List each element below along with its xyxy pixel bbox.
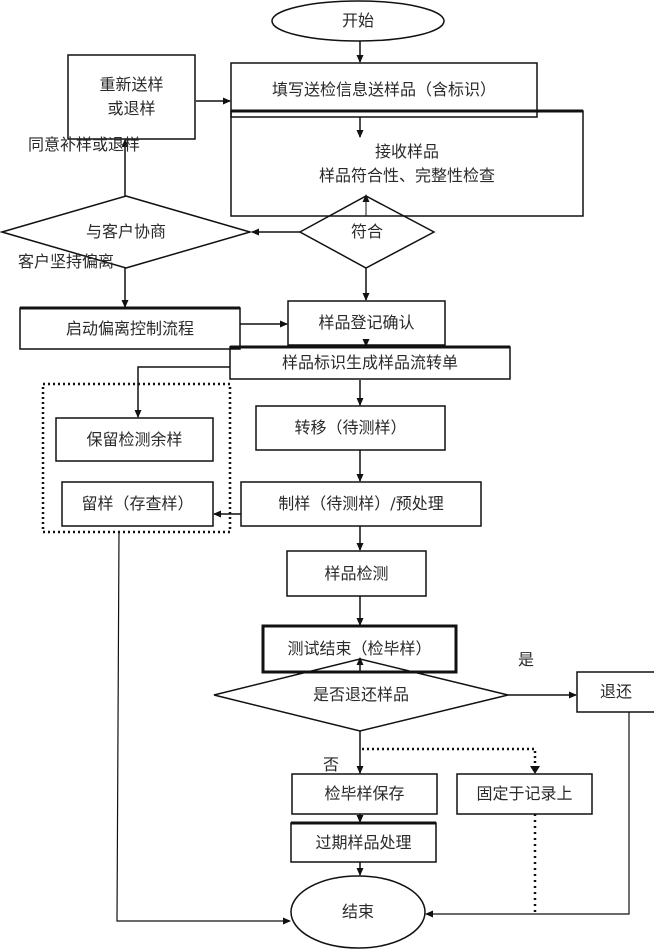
test-label: 样品检测 bbox=[324, 563, 389, 583]
deviation-control-label: 启动偏离控制流程 bbox=[65, 318, 194, 338]
edge-label-keep bbox=[134, 366, 230, 418]
test-box bbox=[286, 550, 427, 597]
conform-label: 符合 bbox=[350, 222, 383, 241]
transfer-box bbox=[255, 405, 446, 451]
negotiate-diamond bbox=[0, 195, 253, 269]
edge-label-agree-resend: 同意补样或退样 bbox=[28, 135, 141, 154]
keep-remaining-box bbox=[55, 417, 214, 462]
return-decision-label: 是否退还样品 bbox=[312, 685, 409, 704]
fix-arrowhead bbox=[530, 766, 540, 774]
resend-box bbox=[67, 54, 196, 140]
save-tested-box bbox=[291, 773, 438, 815]
expired-label: 过期样品处理 bbox=[315, 832, 412, 852]
start-terminator bbox=[271, 0, 445, 42]
return-box bbox=[576, 671, 654, 713]
test-end-label: 测试结束（检毕样） bbox=[287, 639, 432, 658]
keep-remaining-label: 保留检测余样 bbox=[86, 429, 183, 449]
prepare-label: 制样（待测样）/预处理 bbox=[278, 494, 444, 513]
receive-label: 接收样品 样品符合性、完整性检查 bbox=[318, 141, 495, 185]
edge-retain-end-line bbox=[116, 530, 291, 925]
fill-info-box bbox=[230, 62, 538, 118]
fix-record-label: 固定于记录上 bbox=[476, 784, 573, 803]
edge-label-no: 否 bbox=[323, 755, 340, 774]
edge-decision-fix-dotted bbox=[362, 747, 537, 766]
resend-label: 重新送样 或退样 bbox=[99, 75, 164, 118]
retain-sample-box bbox=[61, 481, 214, 527]
fix-record-box bbox=[456, 773, 593, 815]
transfer-label: 转移（待测样） bbox=[294, 418, 407, 437]
end-label: 结束 bbox=[341, 902, 374, 921]
prepare-box bbox=[240, 481, 482, 527]
edge-return-end bbox=[425, 712, 630, 918]
retention-group bbox=[41, 382, 232, 534]
conform-diamond bbox=[298, 195, 436, 269]
register-label: 样品登记确认 bbox=[318, 313, 415, 332]
return-label: 退还 bbox=[599, 682, 632, 701]
save-tested-label: 检毕样保存 bbox=[324, 784, 405, 803]
edge-label-yes: 是 bbox=[518, 650, 535, 669]
edge-label-insist-deviation: 客户坚持偏离 bbox=[18, 252, 115, 271]
start-label: 开始 bbox=[341, 11, 374, 30]
retain-sample-label: 留样（存查样） bbox=[81, 494, 194, 513]
label-generate-label: 样品标识生成样品流转单 bbox=[281, 353, 458, 372]
negotiate-label: 与客户协商 bbox=[85, 222, 166, 241]
fill-info-label: 填写送检信息送样品（含标识） bbox=[271, 80, 496, 99]
